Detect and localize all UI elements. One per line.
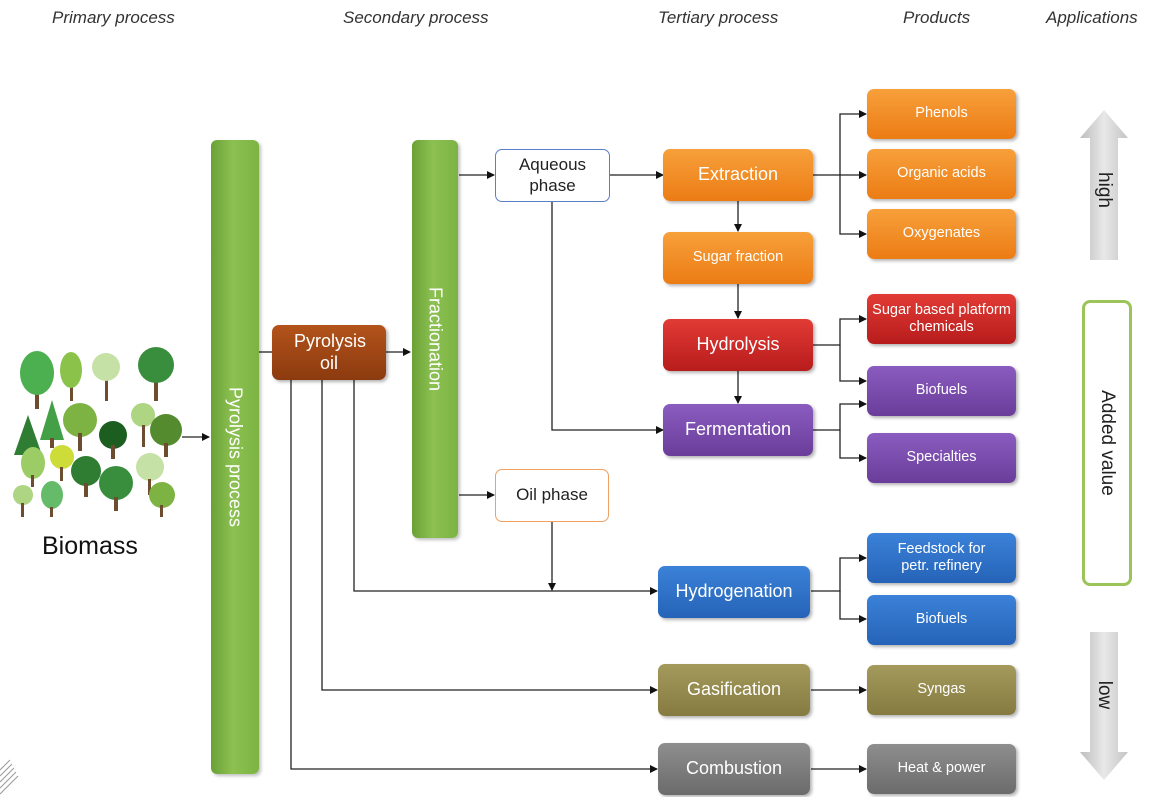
high-arrow-icon	[1080, 110, 1128, 260]
product-phenols[interactable]: Phenols	[867, 89, 1016, 139]
fractionation-bar[interactable]: Fractionation	[412, 140, 458, 538]
product-specialties[interactable]: Specialties	[867, 433, 1016, 483]
product-specialties-label: Specialties	[906, 449, 977, 466]
product-syngas[interactable]: Syngas	[867, 665, 1016, 715]
aqueous-phase-node[interactable]: Aqueous phase	[495, 149, 610, 202]
header-secondary-process: Secondary process	[343, 8, 489, 27]
added-value-box: Added value	[1082, 300, 1132, 586]
product-oxygenates-label: Oxygenates	[902, 225, 981, 242]
fermentation-node[interactable]: Fermentation	[663, 404, 813, 456]
product-feedstock-refinery[interactable]: Feedstock for petr. refinery	[867, 533, 1016, 583]
pyrolysis-process-bar[interactable]: Pyrolysis process	[211, 140, 259, 774]
product-biofuels-2-label: Biofuels	[915, 611, 968, 628]
gasification-label: Gasification	[686, 679, 782, 700]
product-sugar-platform-chemicals[interactable]: Sugar based platform chemicals	[867, 294, 1016, 344]
oil-phase-node[interactable]: Oil phase	[495, 469, 609, 522]
hydrolysis-label: Hydrolysis	[696, 334, 780, 355]
high-label: high	[1094, 172, 1115, 208]
aqueous-phase-label: Aqueous phase	[518, 155, 587, 195]
sugar-fraction-label: Sugar fraction	[692, 249, 784, 266]
biomass-label: Biomass	[42, 532, 138, 560]
hydrolysis-node[interactable]: Hydrolysis	[663, 319, 813, 371]
header-tertiary-process: Tertiary process	[658, 8, 779, 27]
extraction-node[interactable]: Extraction	[663, 149, 813, 201]
fractionation-label: Fractionation	[425, 286, 446, 392]
product-syngas-label: Syngas	[917, 681, 966, 698]
header-products: Products	[903, 8, 971, 27]
biomass-trees-icon	[13, 347, 182, 517]
product-sugar-platform-label: Sugar based platform chemicals	[872, 301, 1011, 335]
product-phenols-label: Phenols	[915, 105, 968, 122]
pyrolysis-process-label: Pyrolysis process	[225, 386, 246, 528]
fermentation-label: Fermentation	[684, 419, 792, 440]
hydrogenation-label: Hydrogenation	[675, 581, 793, 602]
sugar-fraction-node[interactable]: Sugar fraction	[663, 232, 813, 284]
product-biofuels-hydrogenation[interactable]: Biofuels	[867, 595, 1016, 645]
product-heat-power[interactable]: Heat & power	[867, 744, 1016, 794]
extraction-label: Extraction	[697, 164, 779, 185]
combustion-node[interactable]: Combustion	[658, 743, 810, 795]
oil-phase-label: Oil phase	[516, 485, 588, 505]
combustion-label: Combustion	[685, 758, 783, 779]
low-arrow-icon	[1080, 632, 1128, 780]
product-heat-power-label: Heat & power	[897, 760, 986, 777]
product-organic-acids[interactable]: Organic acids	[867, 149, 1016, 199]
product-feedstock-label: Feedstock for petr. refinery	[897, 540, 986, 574]
product-biofuels-label: Biofuels	[915, 382, 968, 399]
gasification-node[interactable]: Gasification	[658, 664, 810, 716]
product-oxygenates[interactable]: Oxygenates	[867, 209, 1016, 259]
pyrolysis-oil-node[interactable]: Pyrolysis oil	[272, 325, 386, 380]
product-organic-acids-label: Organic acids	[897, 165, 986, 182]
hydrogenation-node[interactable]: Hydrogenation	[658, 566, 810, 618]
low-label: low	[1094, 680, 1115, 710]
added-value-label: Added value	[1097, 390, 1118, 496]
product-biofuels-fermentation[interactable]: Biofuels	[867, 366, 1016, 416]
header-applications: Applications	[1046, 8, 1138, 27]
header-primary-process: Primary process	[52, 8, 175, 27]
pyrolysis-oil-label: Pyrolysis oil	[294, 330, 367, 373]
